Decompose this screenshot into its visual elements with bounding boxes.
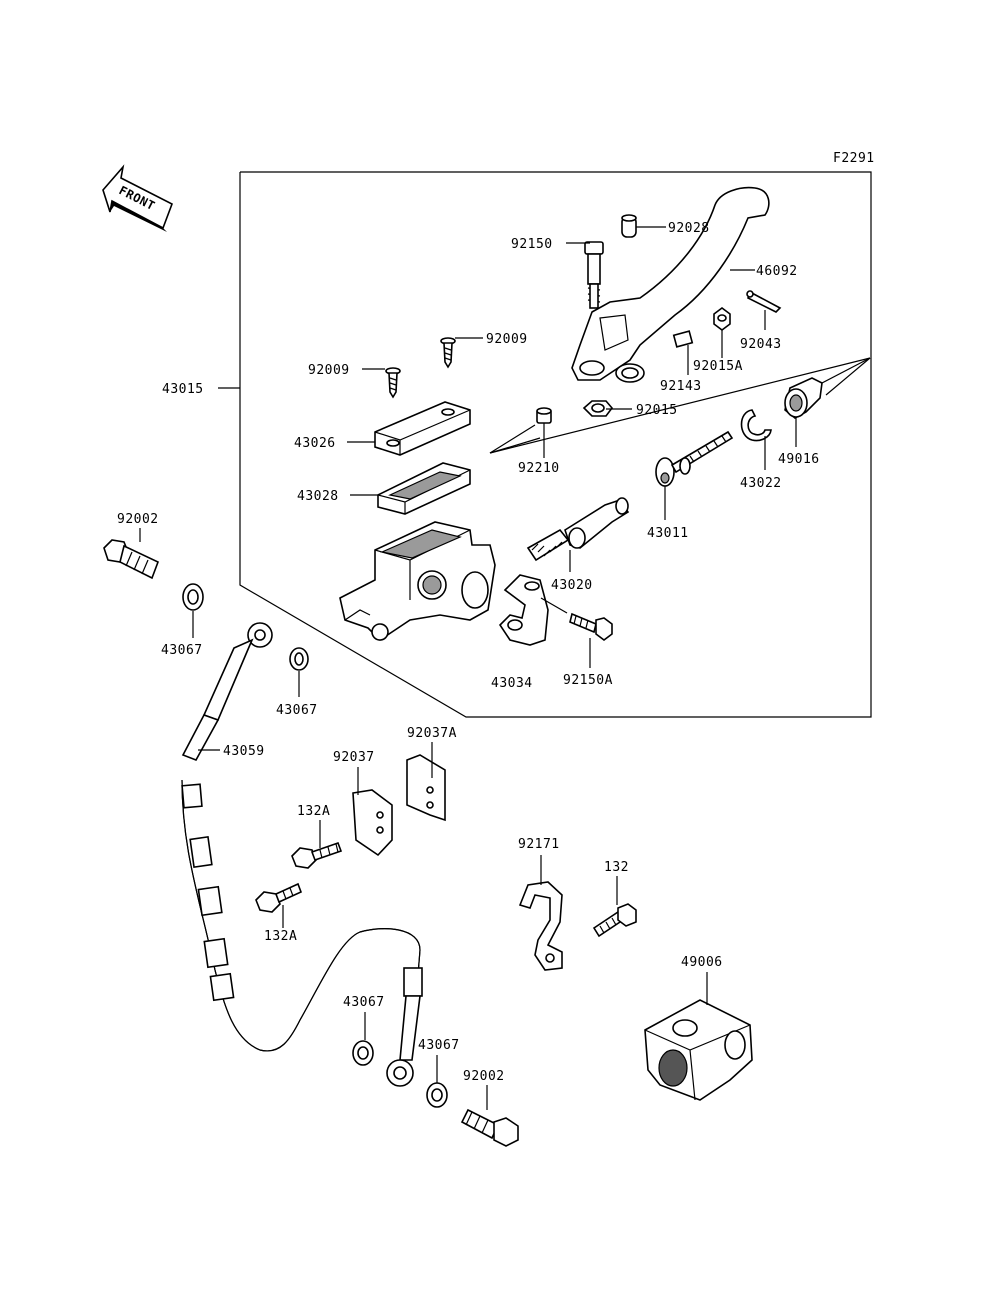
label-92015: 92015 <box>636 403 678 418</box>
part-92002-banjo-bolt-b <box>460 1108 519 1147</box>
label-43059: 43059 <box>223 744 265 759</box>
label-43067-d: 43067 <box>418 1038 460 1053</box>
part-49006-holder <box>644 999 753 1101</box>
axis-lines <box>489 357 871 454</box>
assembly-outline <box>239 171 872 718</box>
label-92150A: 92150A <box>563 673 613 688</box>
label-43028: 43028 <box>297 489 339 504</box>
label-132A-b: 132A <box>264 929 297 944</box>
part-43067-washer-c <box>352 1040 374 1066</box>
figure-code: F2291 <box>833 151 875 166</box>
part-92037A-bracket <box>406 754 446 822</box>
part-132-bolt <box>592 903 637 938</box>
label-43015: 43015 <box>162 382 204 397</box>
part-92037-bracket <box>352 789 393 857</box>
part-43015-master-cylinder <box>339 521 496 642</box>
part-132A-bolt-b <box>255 882 303 913</box>
label-49006: 49006 <box>681 955 723 970</box>
part-46092-lever <box>571 186 770 383</box>
label-46092: 46092 <box>756 264 798 279</box>
part-43020-piston <box>526 497 630 562</box>
label-92002-b: 92002 <box>463 1069 505 1084</box>
part-92171-clamp <box>518 881 563 971</box>
label-92015A: 92015A <box>693 359 743 374</box>
part-49016-boot <box>784 377 823 419</box>
label-49016: 49016 <box>778 452 820 467</box>
part-92009-screw-b <box>440 337 456 369</box>
part-43067-washer-b <box>289 647 309 671</box>
label-92009-a: 92009 <box>308 363 350 378</box>
label-92002-a: 92002 <box>117 512 159 527</box>
label-92150: 92150 <box>511 237 553 252</box>
part-92015-nut <box>582 400 614 417</box>
part-92028 <box>621 214 637 238</box>
label-43020: 43020 <box>551 578 593 593</box>
part-43059-brake-hose <box>181 622 423 1087</box>
part-43028-diaphragm <box>377 462 471 515</box>
label-132A-a: 132A <box>297 804 330 819</box>
label-92037: 92037 <box>333 750 375 765</box>
part-92143-collar <box>672 330 694 348</box>
part-43067-washer-a <box>182 583 204 611</box>
part-43067-washer-d <box>426 1082 448 1108</box>
label-132: 132 <box>604 860 629 875</box>
label-43034: 43034 <box>491 676 533 691</box>
part-92002-banjo-bolt-a <box>103 539 160 580</box>
part-132A-bolt-a <box>291 841 343 869</box>
label-43067-a: 43067 <box>161 643 203 658</box>
label-43022: 43022 <box>740 476 782 491</box>
part-43011-push-rod <box>655 430 734 487</box>
part-43034-clamp <box>498 574 549 646</box>
label-92043: 92043 <box>740 337 782 352</box>
label-92210: 92210 <box>518 461 560 476</box>
part-92015A-nut <box>713 307 731 331</box>
label-92037A: 92037A <box>407 726 457 741</box>
part-92210-collar <box>536 407 552 424</box>
label-43026: 43026 <box>294 436 336 451</box>
part-43026-cap <box>374 401 471 456</box>
part-92150A-bolt <box>569 612 613 641</box>
label-92028: 92028 <box>668 221 710 236</box>
label-43067-b: 43067 <box>276 703 318 718</box>
part-labels: 92028 92150 46092 92009 92009 92043 9201… <box>117 221 820 1084</box>
label-92143: 92143 <box>660 379 702 394</box>
part-92150-bolt <box>584 241 604 309</box>
part-92043-cotter-pin <box>746 290 782 313</box>
label-43067-c: 43067 <box>343 995 385 1010</box>
leader-lines <box>139 226 797 1110</box>
label-43011: 43011 <box>647 526 689 541</box>
front-arrow-icon: FRONT <box>102 164 173 232</box>
label-92171: 92171 <box>518 837 560 852</box>
part-43022-circlip <box>740 409 772 442</box>
label-92009-b: 92009 <box>486 332 528 347</box>
part-92009-screw-a <box>385 367 401 399</box>
